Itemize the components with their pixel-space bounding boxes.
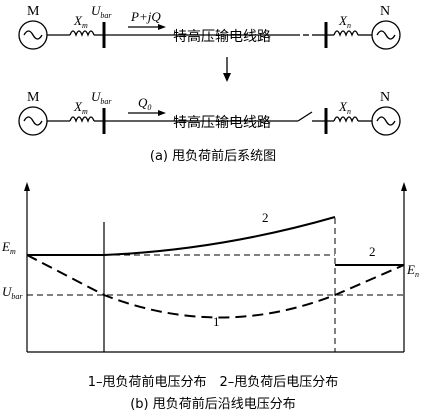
legend: 1–甩负荷前电压分布 2–甩负荷后电压分布 — [88, 374, 339, 390]
gen-n-label: N — [380, 90, 390, 105]
curve-2-right-label: 2 — [369, 244, 376, 259]
gen-n-label: N — [380, 4, 390, 19]
generator-n-sine-icon — [376, 30, 396, 40]
line-label: 特高压输电线路 — [173, 28, 271, 45]
generator-n-icon — [371, 20, 401, 50]
reactance-xm-icon — [69, 116, 95, 123]
transition-arrow-icon — [223, 57, 231, 82]
breaker-open-icon — [297, 111, 313, 122]
system-after — [18, 106, 401, 136]
reactance-xn-icon — [333, 116, 359, 123]
reactance-xn-icon — [333, 30, 359, 37]
curve-2-label: 2 — [262, 210, 269, 225]
ubar-label: Ubar — [91, 89, 112, 106]
ubar-axis-label: Ubar — [2, 284, 23, 301]
right-axis-arrow-icon — [401, 182, 407, 191]
generator-n-icon — [371, 106, 401, 136]
reactive-flow-label: Q0 — [138, 95, 151, 112]
voltage-profile-plot — [24, 182, 407, 353]
curve-2-after — [27, 216, 336, 256]
ubar-label: Ubar — [91, 3, 112, 20]
reactance-xm-icon — [69, 30, 95, 37]
curve-1-label: 1 — [213, 314, 220, 329]
em-label: Em — [1, 239, 16, 256]
xm-label: Xm — [73, 99, 88, 116]
power-flow-label: P+jQ — [130, 9, 161, 24]
curve-1-before — [26, 254, 405, 319]
left-axis-arrow-icon — [24, 182, 30, 191]
system-before — [18, 20, 401, 50]
generator-m-sine-icon — [23, 30, 43, 40]
caption-a: (a) 甩负荷前后系统图 — [150, 148, 276, 164]
gen-m-label: M — [27, 90, 40, 105]
xm-label: Xm — [73, 13, 88, 30]
gen-m-label: M — [27, 4, 40, 19]
line-label: 特高压输电线路 — [173, 114, 271, 131]
en-label: En — [406, 262, 419, 279]
generator-m-sine-icon — [23, 116, 43, 126]
generator-n-sine-icon — [376, 116, 396, 126]
xn-label: Xn — [338, 13, 351, 30]
caption-b: (b) 甩负荷前后沿线电压分布 — [130, 396, 296, 412]
xn-label: Xn — [338, 99, 351, 116]
